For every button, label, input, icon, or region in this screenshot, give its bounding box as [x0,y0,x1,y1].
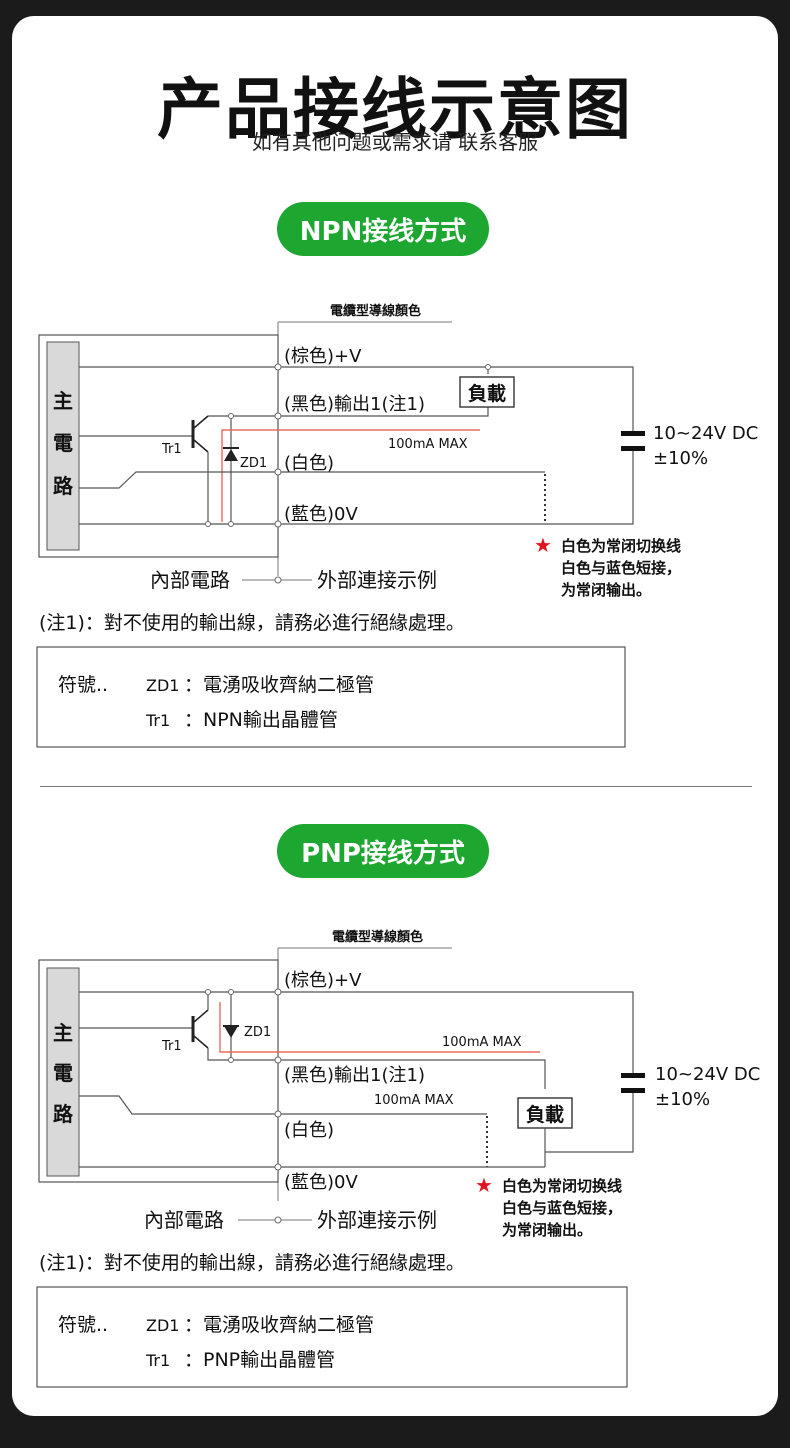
npn-star-icon: ★ [534,533,552,557]
pnp-section-badge: PNP接线方式 [277,824,489,878]
pnp-legend-box [36,1286,628,1388]
pnp-legend-zd1-text: ：電湧吸收齊納二極管 [184,1314,374,1336]
section-divider [40,786,752,787]
npn-legend-zd1-key: ZD1 [146,676,179,695]
npn-note-line-1: 白色为常闭切换线 [561,537,681,555]
pnp-external-label: 外部連接示例 [317,1208,437,1232]
npn-current-path [221,429,480,522]
pnp-footnote: (注1)：對不使用的輸出線，請務必進行絕緣處理。 [39,1252,465,1274]
pnp-main-char-1: 主 [53,1021,73,1045]
pnp-note-line-3: 为常闭输出。 [502,1221,592,1239]
pnp-white-label: (白色) [284,1120,334,1141]
npn-external-label: 外部連接示例 [317,568,437,592]
pnp-battery-icon [621,1073,645,1078]
npn-black-label: (黑色)輸出1(注1) [284,394,425,415]
npn-supply-tolerance: ±10% [653,448,708,469]
npn-note-line-3: 为常闭输出。 [561,581,651,599]
npn-brown-label: (棕色)+V [284,346,362,367]
npn-legend-title: 符號.. [58,674,108,696]
pnp-load-label: 負載 [526,1103,564,1126]
npn-footnote: (注1)：對不使用的輸出線，請務必進行絕緣處理。 [39,612,465,634]
pnp-black-label: (黑色)輸出1(注1) [284,1065,425,1086]
pnp-internal-label: 內部電路 [144,1208,224,1232]
npn-wiring-diagram: 電纜型導線顏色 主 電 路 (棕色)+V (黑色)輸出1(注1) 負載 Tr1 … [36,303,758,748]
pnp-cable-color-label: 電纜型導線顏色 [332,929,423,945]
npn-load-label: 負載 [468,382,506,405]
page-title: 产品接线示意图 [157,71,633,148]
page-subtitle: 如有其他问题或需求请 联系客服 [251,130,539,154]
npn-battery-icon [621,431,645,436]
npn-internal-label: 內部電路 [150,568,230,592]
pnp-tr1-label: Tr1 [161,1039,182,1054]
npn-main-char-2: 電 [53,431,73,455]
npn-cable-color-label: 電纜型導線顏色 [330,303,421,319]
npn-white-wire [79,471,545,489]
npn-legend-tr1-text: ：NPN輸出晶體管 [184,709,338,731]
npn-current-label: 100mA MAX [388,437,468,452]
pnp-note-line-1: 白色为常闭切换线 [502,1177,622,1195]
pnp-brown-label: (棕色)+V [284,970,362,991]
pnp-current-mid-label: 100mA MAX [374,1093,454,1108]
npn-legend-zd1-text: ：電湧吸收齊納二極管 [184,674,374,696]
npn-legend-box [36,646,626,748]
pnp-current-top-label: 100mA MAX [442,1035,522,1050]
npn-supply-voltage: 10~24V DC [653,423,758,444]
npn-load-box [459,376,515,408]
npn-note-line-2: 白色与蓝色短接， [561,559,681,577]
npn-zd1-label: ZD1 [240,456,267,471]
pnp-legend-tr1-key: Tr1 [145,1351,170,1370]
pnp-white-wire [79,1095,487,1115]
pnp-internal-frame [38,959,279,1183]
npn-internal-frame [38,334,279,558]
pnp-main-char-2: 電 [53,1061,73,1085]
pnp-supply-tolerance: ±10% [655,1089,710,1110]
npn-tr1-label: Tr1 [161,442,182,457]
pnp-main-circuit-block [46,967,80,1177]
npn-zd1-symbol [224,449,238,461]
pnp-wiring-diagram: 電纜型導線顏色 主 電 路 (棕色)+V Tr1 ZD1 100mA MAX (… [36,929,760,1388]
pnp-blue-label: (藍色)0V [284,1172,358,1193]
pnp-legend-tr1-text: ：PNP輸出晶體管 [184,1349,335,1371]
npn-blue-label: (藍色)0V [284,504,358,525]
wiring-diagram-card: 产品接线示意图 如有其他问题或需求请 联系客服 NPN接线方式 電纜型導線顏色 … [12,16,778,1416]
pnp-black-wire [207,1048,546,1089]
pnp-zd1-label: ZD1 [244,1025,271,1040]
pnp-supply-voltage: 10~24V DC [655,1064,760,1085]
npn-legend-tr1-key: Tr1 [145,711,170,730]
npn-main-circuit-block [46,341,80,551]
npn-white-label: (白色) [284,453,334,474]
pnp-legend-title: 符號.. [58,1314,108,1336]
pnp-star-icon: ★ [475,1173,493,1197]
npn-main-char-3: 路 [53,474,74,498]
pnp-brown-wire [79,991,634,1153]
pnp-legend-zd1-key: ZD1 [146,1316,179,1335]
pnp-current-path [219,1002,540,1053]
pnp-main-char-3: 路 [53,1102,74,1126]
npn-main-char-1: 主 [53,389,73,413]
npn-section-badge: NPN接线方式 [277,202,489,256]
pnp-note-line-2: 白色与蓝色短接， [502,1199,622,1217]
